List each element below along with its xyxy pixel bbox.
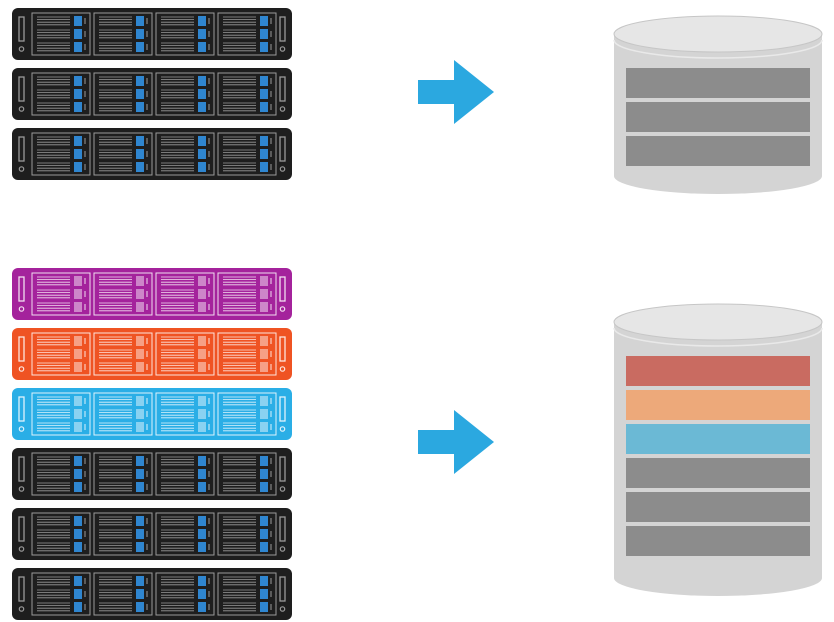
server-rack-icon	[12, 128, 292, 180]
server-rack-icon	[12, 8, 292, 60]
right-arrow-icon	[418, 410, 494, 474]
right-arrow-icon	[418, 60, 494, 124]
server-rack-icon	[12, 508, 292, 560]
database-row	[626, 390, 810, 420]
database-row	[626, 492, 810, 522]
database-cylinder-icon	[613, 303, 823, 596]
database-row	[626, 102, 810, 132]
database-row	[626, 356, 810, 386]
database-row	[626, 424, 810, 454]
database-row	[626, 526, 810, 556]
server-rack-icon	[12, 268, 292, 320]
server-rack-icon	[12, 328, 292, 380]
server-rack-icon	[12, 448, 292, 500]
database-cylinder-icon	[613, 15, 823, 194]
database-row	[626, 68, 810, 98]
server-rack-icon	[12, 388, 292, 440]
server-rack-icon	[12, 68, 292, 120]
database-row	[626, 136, 810, 166]
database-row	[626, 458, 810, 488]
server-rack-icon	[12, 568, 292, 620]
